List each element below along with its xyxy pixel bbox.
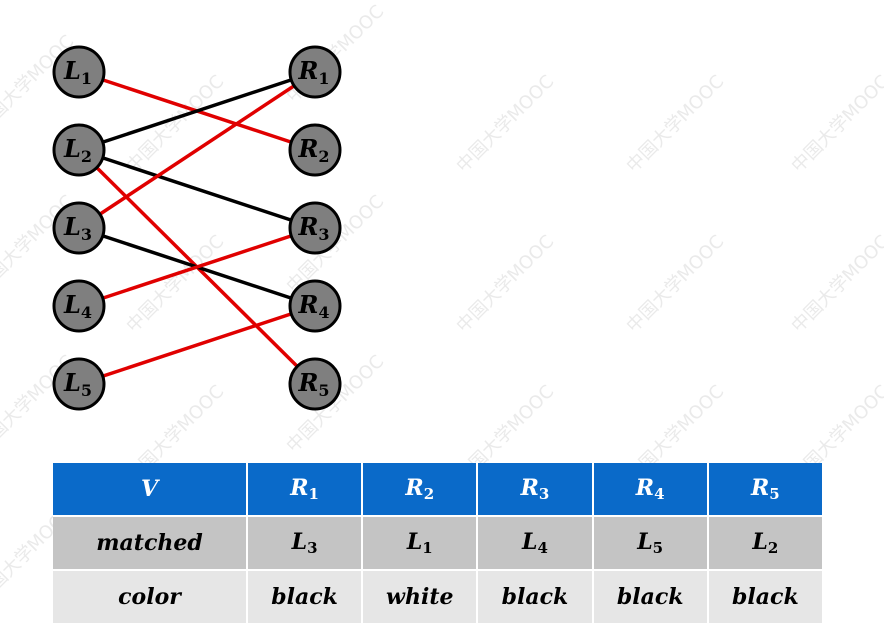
table-header-row: V R1 R2 R3 R4 R5 [53,463,825,516]
node-circle [288,123,342,177]
matching-table: V R1 R2 R3 R4 R5 matched L3 L1 L4 L5 L2 … [53,463,825,624]
row-label-matched: matched [53,516,248,570]
node-circle [52,123,106,177]
node-R4: R4 [288,279,342,333]
edge-L3-R1 [78,70,316,230]
matched-cell: L5 [592,516,709,570]
table-row-matched: matched L3 L1 L4 L5 L2 [53,516,825,570]
edge-L5-R4 [78,304,316,386]
color-cell: black [247,570,364,624]
node-label: R1 [297,56,329,88]
node-L1: L1 [52,45,106,99]
edge-L2-R1 [78,70,316,152]
node-label: R2 [297,134,329,166]
matched-cell: L3 [247,516,364,570]
header-cell: R5 [707,463,825,516]
node-R3: R3 [288,201,342,255]
color-cell: black [477,570,594,624]
node-circle [52,201,106,255]
node-label: R4 [297,290,329,322]
matched-cell: L2 [707,516,825,570]
node-label: L3 [63,212,92,244]
color-cell: black [707,570,825,624]
color-cell: black [592,570,709,624]
node-L3: L3 [52,201,106,255]
node-label: L4 [63,290,92,322]
node-circle [288,45,342,99]
node-L5: L5 [52,357,106,411]
node-label: L5 [63,368,92,400]
color-cell: white [362,570,479,624]
node-L4: L4 [52,279,106,333]
node-L2: L2 [52,123,106,177]
edge-L2-R3 [78,148,316,230]
matched-cell: L4 [477,516,594,570]
node-circle [52,45,106,99]
header-cell: R1 [247,463,364,516]
header-label: V [53,463,248,516]
row-label-color: color [53,570,248,624]
node-circle [288,279,342,333]
header-cell: R3 [477,463,594,516]
node-label: L1 [63,56,92,88]
node-label: R5 [297,368,329,400]
graph-edges [77,70,317,386]
edge-L4-R3 [78,226,316,308]
node-label: R3 [297,212,329,244]
node-R5: R5 [288,357,342,411]
node-circle [288,357,342,411]
node-circle [52,357,106,411]
node-circle [52,279,106,333]
header-cell: R2 [362,463,479,516]
matched-cell: L1 [362,516,479,570]
header-cell: R4 [592,463,709,516]
node-circle [288,201,342,255]
node-R2: R2 [288,123,342,177]
node-label: L2 [63,134,92,166]
node-R1: R1 [288,45,342,99]
table-row-color: color black white black black black [53,570,825,624]
